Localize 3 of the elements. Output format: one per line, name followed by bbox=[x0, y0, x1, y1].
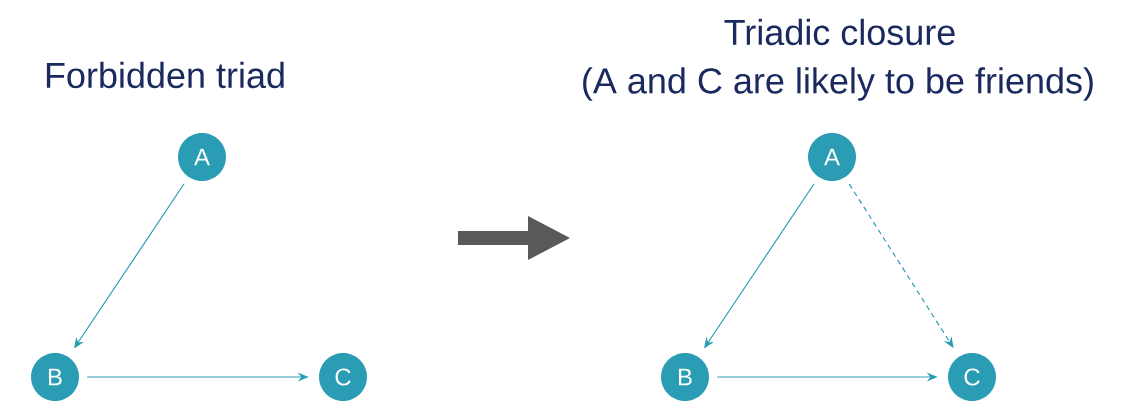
heading: (A and C are likely to be friends) bbox=[583, 67, 1093, 101]
heading: Forbidden triad bbox=[46, 61, 284, 89]
heading: Triadic closure bbox=[724, 18, 955, 46]
